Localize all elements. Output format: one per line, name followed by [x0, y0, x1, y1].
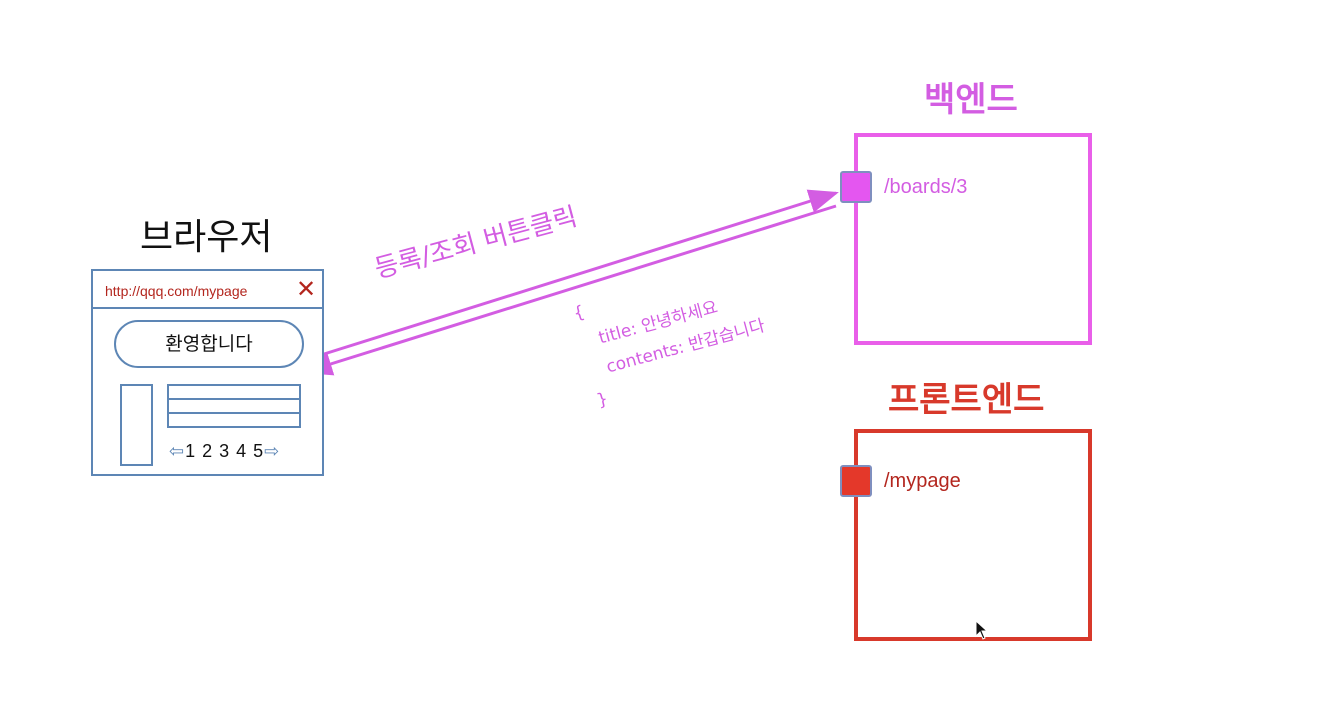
pagination[interactable]: ⇦1 2 3 4 5⇨	[169, 441, 280, 462]
list-item[interactable]	[167, 412, 301, 428]
arrow-left-icon[interactable]: ⇦	[169, 441, 186, 461]
address-bar[interactable]: http://qqq.com/mypage ✕	[93, 271, 322, 309]
welcome-text: 환영합니다	[165, 333, 253, 355]
arrow-right-icon[interactable]: ⇨	[264, 441, 281, 461]
url-text: http://qqq.com/mypage	[105, 283, 248, 299]
frontend-title: 프론트엔드	[888, 380, 1045, 420]
browser-window: http://qqq.com/mypage ✕ 환영합니다 ⇦1 2 3 4 5…	[91, 269, 324, 476]
backend-route: /boards/3	[884, 176, 968, 198]
action-label: 등록/조회 버튼클릭	[371, 201, 581, 285]
close-icon[interactable]: ✕	[296, 275, 317, 303]
backend-title: 백엔드	[924, 80, 1018, 120]
sidebar-box	[120, 384, 153, 466]
cursor-icon	[975, 620, 989, 640]
frontend-server-box	[854, 429, 1092, 641]
backend-server-box	[854, 133, 1092, 345]
frontend-route: /mypage	[884, 470, 961, 492]
frontend-port	[840, 465, 872, 497]
page-numbers[interactable]: 1 2 3 4 5	[185, 441, 265, 461]
backend-port	[840, 171, 872, 203]
browser-title: 브라우저	[140, 217, 273, 258]
welcome-button[interactable]: 환영합니다	[114, 320, 304, 368]
request-payload: { title: 안녕하세요 contents: 반갑습니다 }	[570, 253, 776, 416]
